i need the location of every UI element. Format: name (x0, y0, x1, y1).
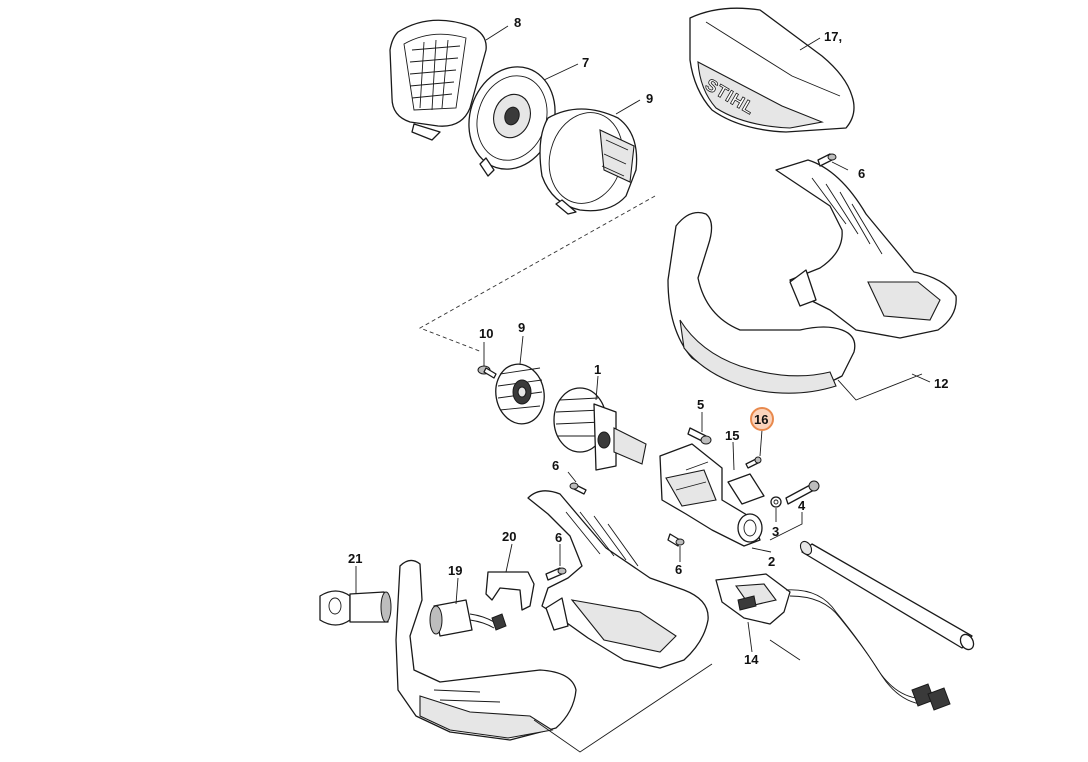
part-15-bracket[interactable] (727, 473, 765, 505)
part-14-switch-cable[interactable] (715, 573, 951, 711)
part-2-handle-tube[interactable] (798, 539, 976, 651)
callout-1[interactable]: 1 (594, 362, 601, 377)
callout-6-lower[interactable]: 6 (555, 530, 562, 545)
callout-4[interactable]: 4 (798, 498, 806, 513)
part-11-grille-cover[interactable] (389, 19, 487, 141)
callout-14[interactable]: 14 (744, 652, 759, 667)
bracket-14 (769, 639, 801, 661)
part-7-fan-wheel[interactable] (491, 360, 549, 427)
part-15-gear-housing[interactable] (659, 443, 763, 547)
callout-16-highlight (750, 407, 774, 431)
part-6-screw-bottom[interactable] (667, 533, 685, 547)
part-19-connector[interactable] (429, 599, 507, 637)
callout-12[interactable]: 12 (934, 376, 948, 391)
part-21-plug-cap[interactable] (319, 590, 392, 626)
callout-7[interactable]: 9 (518, 320, 525, 335)
callout-11[interactable]: 8 (514, 15, 521, 30)
part-6-screw-left[interactable] (569, 482, 587, 495)
part-6-screw-top[interactable] (817, 153, 837, 167)
part-4-long-screw[interactable] (785, 480, 820, 505)
part-3-washer[interactable] (770, 496, 782, 508)
lower-housing-left[interactable] (395, 559, 577, 741)
bracket-12 (837, 373, 923, 401)
callout-3[interactable]: 3 (772, 524, 779, 539)
callout-5[interactable]: 5 (697, 397, 704, 412)
part-5-screw[interactable] (687, 427, 712, 445)
callout-19[interactable]: 19 (448, 563, 462, 578)
part-20-clip[interactable] (485, 571, 535, 611)
callout-6-top[interactable]: 6 (858, 166, 865, 181)
callout-2[interactable]: 2 (768, 554, 775, 569)
lower-housing-right[interactable] (527, 490, 709, 669)
callout-6-left[interactable]: 6 (552, 458, 559, 473)
part-17-top-cover[interactable]: STIHL (689, 7, 855, 133)
part-1-motor[interactable] (553, 387, 647, 471)
callout-8[interactable]: 10 (479, 326, 493, 341)
bracket-lower (533, 663, 713, 753)
callout-16[interactable]: 16 (754, 412, 768, 427)
callout-17[interactable]: 17, (824, 29, 842, 44)
part-8-screw[interactable] (477, 365, 497, 379)
part-6-screw-lower[interactable] (545, 567, 567, 581)
callout-6-bottom[interactable]: 6 (675, 562, 682, 577)
callout-10[interactable]: 7 (582, 55, 589, 70)
part-16-screw[interactable] (745, 456, 762, 469)
callout-labels: 8 7 9 17, 6 12 10 9 1 5 15 16 6 4 3 2 6 … (348, 15, 948, 667)
part-9-fan-housing[interactable] (539, 104, 638, 215)
part-12-upper-housing[interactable] (667, 159, 957, 394)
callout-20[interactable]: 20 (502, 529, 516, 544)
leader-lines (355, 25, 931, 653)
callout-15[interactable]: 15 (725, 428, 739, 443)
callout-21[interactable]: 21 (348, 551, 362, 566)
assembly-guide-dashed (418, 195, 656, 353)
callout-9[interactable]: 9 (646, 91, 653, 106)
